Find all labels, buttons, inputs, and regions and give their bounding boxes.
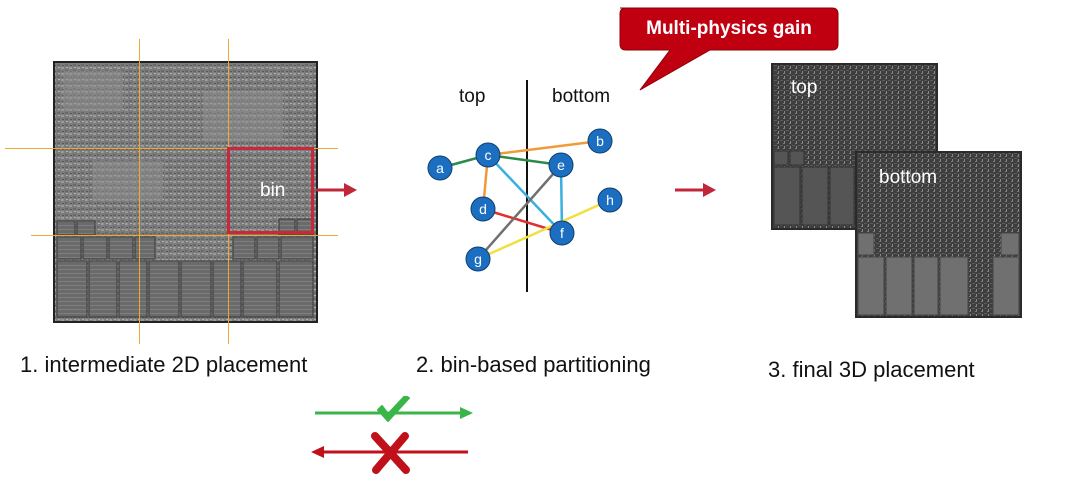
svg-text:h: h [606, 192, 614, 208]
node-g: g [465, 246, 491, 272]
grid-line-v1 [139, 39, 140, 344]
grid-line-h1 [5, 148, 338, 149]
node-e: e [548, 152, 574, 178]
cross-icon [371, 432, 410, 474]
grid-line-h2 [31, 235, 338, 236]
bin-box [227, 147, 314, 234]
bin-to-partition-arrow [316, 183, 357, 197]
bin-label: bin [260, 180, 286, 201]
bottom-die-label: bottom [879, 167, 938, 188]
check-icon [377, 396, 410, 422]
graph-nodes: a b c d e f g h [427, 128, 623, 272]
svg-text:b: b [596, 133, 604, 149]
svg-text:d: d [479, 201, 487, 217]
svg-text:e: e [557, 157, 565, 173]
callout-text: Multi-physics gain [646, 18, 812, 39]
edge-c-b [487, 139, 601, 157]
step3-caption: 3. final 3D placement [768, 357, 975, 382]
placement-2d-chip: bin [5, 39, 338, 344]
bottom-die-chip: bottom [855, 151, 1022, 318]
partition-graph: a b c d e f g h [427, 80, 623, 292]
svg-text:a: a [436, 160, 444, 176]
callout-bubble-shape [619, 7, 839, 91]
node-d: d [470, 196, 496, 222]
svg-text:c: c [485, 147, 492, 163]
edge-d-f [482, 207, 563, 235]
node-h: h [597, 187, 623, 213]
step1-caption: 1. intermediate 2D placement [20, 352, 308, 377]
edge-g-h [477, 198, 611, 261]
partition-bottom-label: bottom [552, 86, 611, 107]
chip-2d-image [53, 61, 318, 323]
edge-g-e [477, 164, 562, 260]
node-c: c [475, 142, 501, 168]
edge-c-f [487, 154, 563, 234]
top-die-label: top [791, 77, 818, 98]
svg-text:g: g [474, 251, 482, 267]
step2-caption: 2. bin-based partitioning [416, 352, 651, 377]
node-f: f [549, 220, 575, 246]
partition-to-3d-arrow [675, 183, 716, 197]
partition-top-label: top [459, 86, 486, 107]
bottom-die-image [855, 151, 1022, 318]
multi-physics-callout: Multi-physics gain [610, 2, 840, 94]
node-b: b [587, 128, 613, 154]
node-a: a [427, 155, 453, 181]
backward-flow-cross [311, 432, 468, 474]
svg-text:f: f [560, 225, 564, 241]
forward-flow-check [315, 396, 473, 422]
